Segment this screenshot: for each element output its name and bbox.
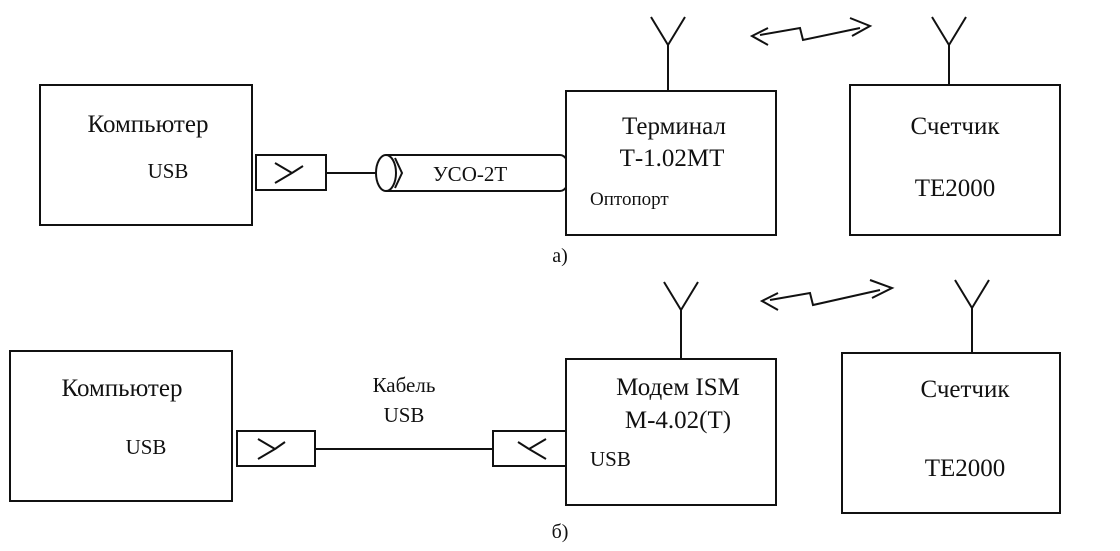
computer-block-b: Компьютер USB: [9, 350, 233, 502]
meter-block-a: Счетчик ТЕ2000: [849, 84, 1061, 236]
terminal-title-line1: Терминал: [622, 113, 726, 140]
cable-label-line1: Кабель: [373, 373, 436, 397]
terminal-port-label: Оптопорт: [590, 189, 669, 210]
modem-title-line2: М-4.02(Т): [625, 407, 731, 434]
meter-title-b: Счетчик: [920, 376, 1010, 403]
meter-model-a: ТЕ2000: [915, 175, 996, 202]
computer-usb-label-b: USB: [126, 435, 167, 459]
modem-block-b: Модем ISM М-4.02(Т) USB: [565, 358, 777, 506]
cable-label-line2: USB: [384, 403, 425, 427]
modem-box-b: [565, 358, 777, 506]
meter-box-b: [841, 352, 1061, 514]
meter-block-b: Счетчик ТЕ2000: [841, 352, 1061, 514]
meter-model-b: ТЕ2000: [925, 455, 1006, 482]
modem-port-label: USB: [590, 447, 631, 471]
meter-box-a: [849, 84, 1061, 236]
diagram-a: Компьютер USB УСО-2Т Терминал Т-1.02МТ О…: [39, 16, 1061, 267]
computer-title-b: Компьютер: [62, 375, 183, 402]
adapter-label-a: УСО-2Т: [433, 162, 508, 186]
adapter-cable-a: УСО-2Т: [375, 154, 571, 192]
usb-connector-icon-a: [255, 154, 327, 191]
terminal-block-a: Терминал Т-1.02МТ Оптопорт: [565, 90, 777, 236]
computer-block-a: Компьютер USB: [39, 84, 253, 226]
computer-box-b: [9, 350, 233, 502]
computer-usb-label-a: USB: [148, 159, 189, 183]
usb-connector-icon-b1: [236, 430, 316, 467]
antenna-icon-meter-b: [954, 279, 990, 353]
terminal-title-line2: Т-1.02МТ: [620, 145, 725, 172]
antenna-icon-meter-a: [931, 16, 967, 91]
antenna-icon-modem: [663, 281, 699, 359]
terminal-box-a: [565, 90, 777, 236]
wireless-link-icon-a: [749, 17, 873, 46]
computer-box-a: [39, 84, 253, 226]
antenna-icon-terminal: [650, 16, 686, 91]
diagram-b: Компьютер USB Кабель USB Модем ISM М-4.0…: [9, 279, 1061, 543]
wireless-link-icon-b: [759, 279, 895, 311]
meter-title-a: Счетчик: [910, 113, 1000, 140]
caption-b: б): [552, 521, 569, 543]
computer-title-a: Компьютер: [88, 111, 209, 138]
usb-connector-icon-b2: [492, 430, 567, 467]
modem-title-line1: Модем ISM: [616, 374, 740, 401]
caption-a: а): [552, 245, 568, 267]
